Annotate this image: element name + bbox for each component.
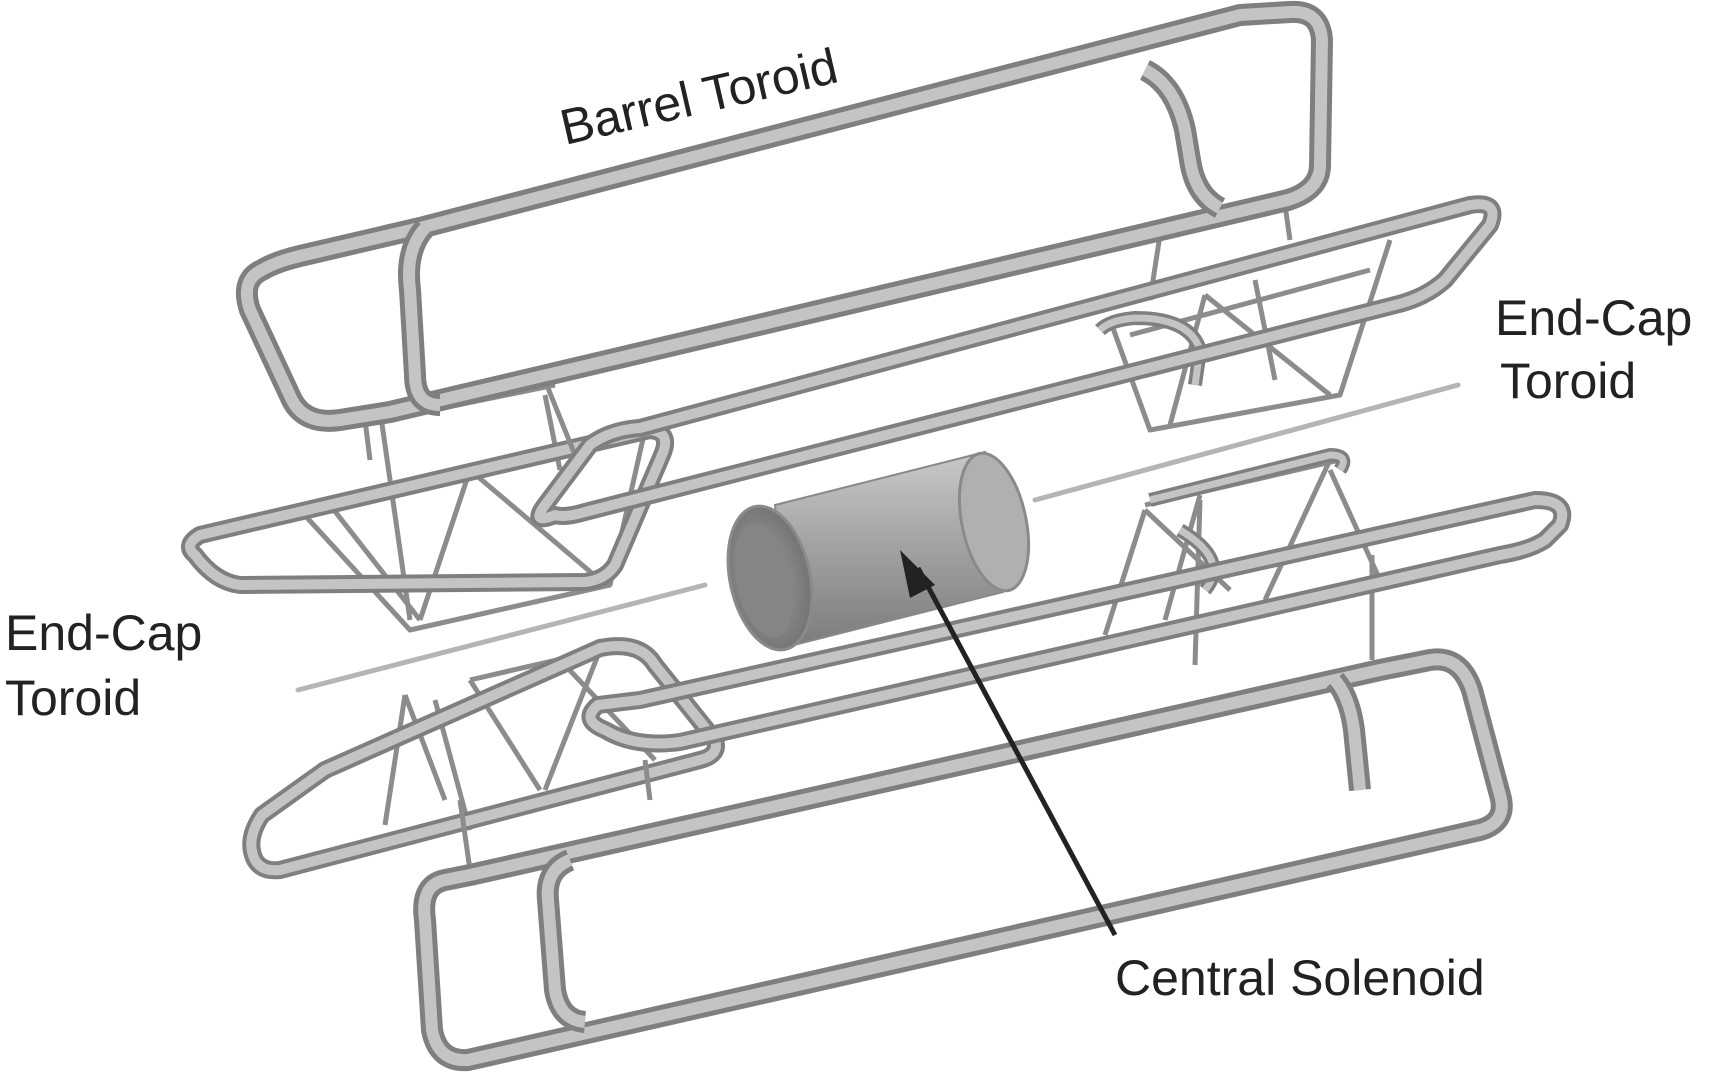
end-cap-toroid-right-lower bbox=[1102, 448, 1383, 666]
end-cap-toroid-right-label-line1: End-Cap bbox=[1495, 290, 1692, 346]
barrel-coil-bottom bbox=[413, 648, 1513, 1072]
barrel-coil-middle-right bbox=[530, 195, 1502, 528]
end-cap-toroid-left-label-line2: Toroid bbox=[5, 670, 141, 726]
barrel-coil-middle-left bbox=[581, 491, 1572, 753]
central-solenoid-label: Central Solenoid bbox=[1115, 950, 1485, 1006]
end-cap-toroid-left-label-line1: End-Cap bbox=[5, 605, 202, 661]
barrel-toroid bbox=[236, 0, 1572, 1072]
barrel-coil-top bbox=[236, 0, 1333, 432]
end-cap-toroid-right-label-line2: Toroid bbox=[1500, 353, 1636, 409]
solenoid-pointer-arrow bbox=[900, 550, 1118, 937]
beam-line bbox=[295, 382, 1461, 693]
central-solenoid-cylinder bbox=[726, 450, 1031, 652]
